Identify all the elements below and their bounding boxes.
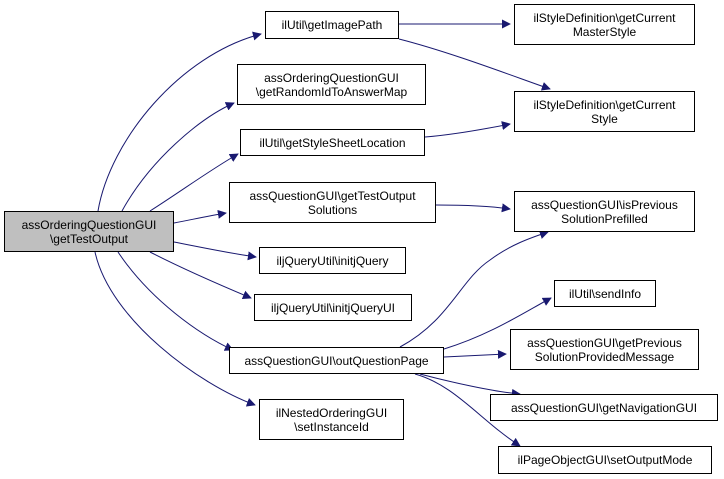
node-initjQuery[interactable]: iljQueryUtil\initjQuery bbox=[259, 247, 406, 274]
node-getImagePath[interactable]: ilUtil\getImagePath bbox=[265, 11, 399, 39]
edge-outQuestionPage-to-sendInfo bbox=[443, 297, 552, 350]
node-getRandomIdToAnswerMap[interactable]: assOrderingQuestionGUI\getRandomIdToAnsw… bbox=[237, 64, 426, 105]
edge-getImagePath-to-getCurrentStyle bbox=[398, 38, 551, 91]
edge-getTestOutputSolutions-to-isPreviousSolutionPrefilled bbox=[435, 203, 511, 213]
node-label-line: assQuestionGUI\outQuestionPage bbox=[244, 353, 429, 368]
edge-root-to-getTestOutputSolutions bbox=[173, 209, 227, 224]
node-label-line: SolutionProvidedMessage bbox=[534, 349, 675, 364]
edge-outQuestionPage-to-isPreviousSolutionPrefilled bbox=[399, 230, 549, 348]
node-label-line: ilUtil\getImagePath bbox=[281, 18, 383, 32]
edge-outQuestionPage-to-setOutputMode bbox=[414, 373, 521, 447]
node-label-line: \setInstanceId bbox=[294, 419, 369, 434]
node-label-line: assOrderingQuestionGUI bbox=[264, 70, 399, 85]
edge-root-to-setInstanceId bbox=[94, 251, 256, 407]
node-label-line: ilPageObjectGUI\setOutputMode bbox=[517, 453, 693, 467]
node-label-line: MasterStyle bbox=[572, 24, 637, 39]
node-sendInfo[interactable]: ilUtil\sendInfo bbox=[554, 280, 656, 307]
node-label-line: Solutions bbox=[307, 202, 358, 217]
node-label-line: assOrderingQuestionGUI bbox=[21, 217, 157, 232]
node-label-line: ilUtil\sendInfo bbox=[568, 286, 642, 301]
node-label-line: \getTestOutput bbox=[49, 231, 129, 246]
node-label-line: Style bbox=[591, 111, 618, 126]
node-label-line: ilStyleDefinition\getCurrent bbox=[533, 10, 676, 25]
node-label-line: SolutionPrefilled bbox=[561, 211, 648, 226]
edge-root-to-outQuestionPage bbox=[117, 251, 234, 351]
node-label-line: assQuestionGUI\getTestOutput bbox=[249, 188, 416, 203]
node-root[interactable]: assOrderingQuestionGUI\getTestOutput bbox=[4, 211, 174, 252]
edge-getStyleSheetLocation-to-getCurrentStyle bbox=[424, 121, 511, 138]
node-label-line: ilUtil\getStyleSheetLocation bbox=[259, 135, 406, 150]
edge-outQuestionPage-to-getPreviousSolutionProvidedMessage bbox=[443, 349, 507, 359]
edge-root-to-initjQueryUI bbox=[149, 251, 252, 300]
node-label-line: iljQueryUtil\initjQueryUI bbox=[270, 300, 396, 315]
node-label-line: ilStyleDefinition\getCurrent bbox=[533, 97, 676, 112]
node-getNavigationGUI[interactable]: assQuestionGUI\getNavigationGUI bbox=[490, 394, 718, 421]
node-initjQueryUI[interactable]: iljQueryUtil\initjQueryUI bbox=[254, 294, 412, 321]
node-label-line: iljQueryUtil\initjQuery bbox=[276, 253, 389, 268]
node-getStyleSheetLocation[interactable]: ilUtil\getStyleSheetLocation bbox=[240, 129, 425, 156]
node-label-line: assQuestionGUI\getNavigationGUI bbox=[510, 400, 698, 415]
edge-root-to-getImagePath bbox=[97, 31, 262, 212]
node-label-line: \getRandomIdToAnswerMap bbox=[255, 84, 408, 99]
node-setOutputMode[interactable]: ilPageObjectGUI\setOutputMode bbox=[498, 446, 712, 474]
edge-root-to-getRandomIdToAnswerMap bbox=[121, 102, 235, 212]
node-label-line: assQuestionGUI\isPrevious bbox=[531, 197, 678, 212]
node-outQuestionPage[interactable]: assQuestionGUI\outQuestionPage bbox=[229, 347, 444, 374]
node-label-line: assQuestionGUI\getPrevious bbox=[527, 335, 682, 350]
edge-outQuestionPage-to-getNavigationGUI bbox=[419, 373, 521, 398]
node-setInstanceId[interactable]: ilNestedOrderingGUI\setInstanceId bbox=[259, 399, 404, 440]
edge-root-to-initjQuery bbox=[173, 241, 257, 261]
node-label-line: ilNestedOrderingGUI bbox=[275, 405, 388, 420]
edge-root-to-getStyleSheetLocation bbox=[149, 153, 239, 212]
